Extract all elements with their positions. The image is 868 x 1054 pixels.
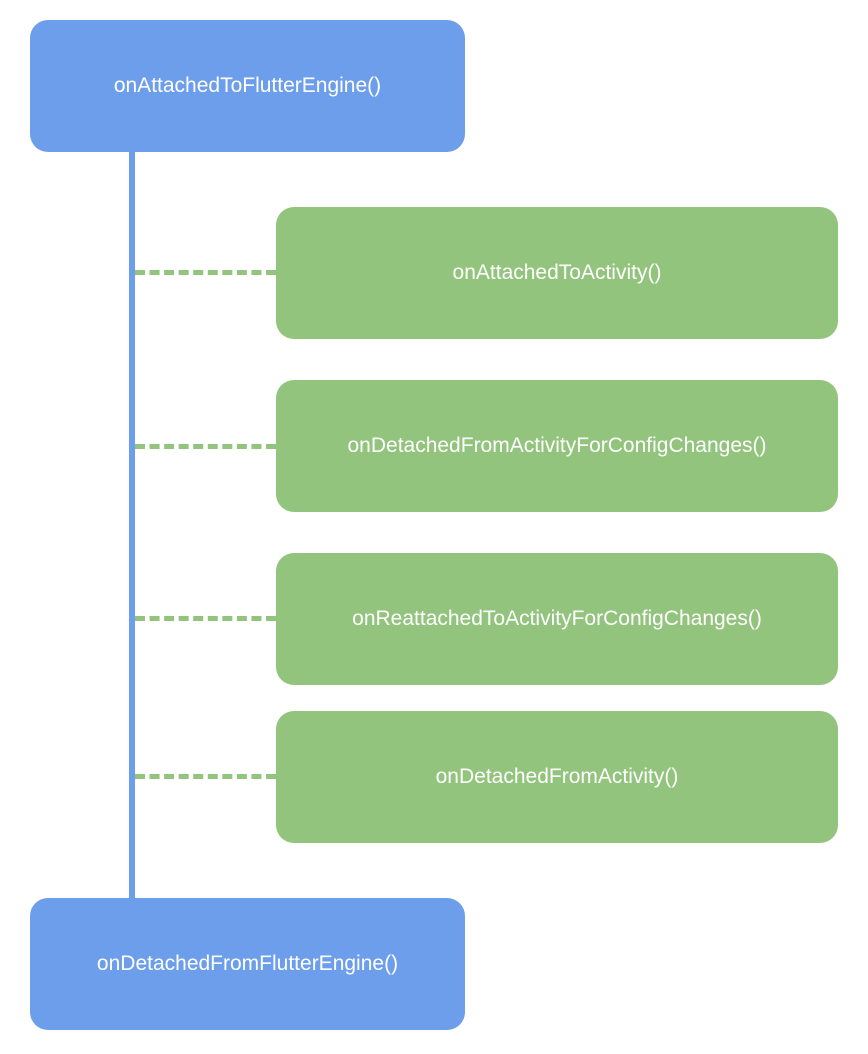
activity-step-box: onAttachedToActivity() — [276, 207, 838, 339]
engine-attached-box: onAttachedToFlutterEngine() — [30, 20, 465, 152]
activity-step-box: onDetachedFromActivity() — [276, 711, 838, 843]
activity-step-label: onDetachedFromActivity() — [435, 765, 679, 788]
activity-step-label: onDetachedFromActivityForConfigChanges() — [347, 434, 767, 457]
connector-reattached-for-config-changes — [135, 616, 276, 621]
activity-step-box: onReattachedToActivityForConfigChanges() — [276, 553, 838, 685]
engine-attached-label: onAttachedToFlutterEngine() — [113, 74, 382, 97]
connector-detached-for-config-changes — [135, 444, 276, 449]
connector-attached-to-activity — [135, 270, 276, 275]
activity-step-label: onAttachedToActivity() — [452, 261, 662, 284]
connector-detached-from-activity — [135, 774, 276, 779]
activity-step-box: onDetachedFromActivityForConfigChanges() — [276, 380, 838, 512]
activity-step-label: onReattachedToActivityForConfigChanges() — [352, 607, 762, 630]
engine-lifeline — [129, 150, 135, 900]
engine-detached-box: onDetachedFromFlutterEngine() — [30, 898, 465, 1030]
engine-detached-label: onDetachedFromFlutterEngine() — [96, 952, 399, 975]
